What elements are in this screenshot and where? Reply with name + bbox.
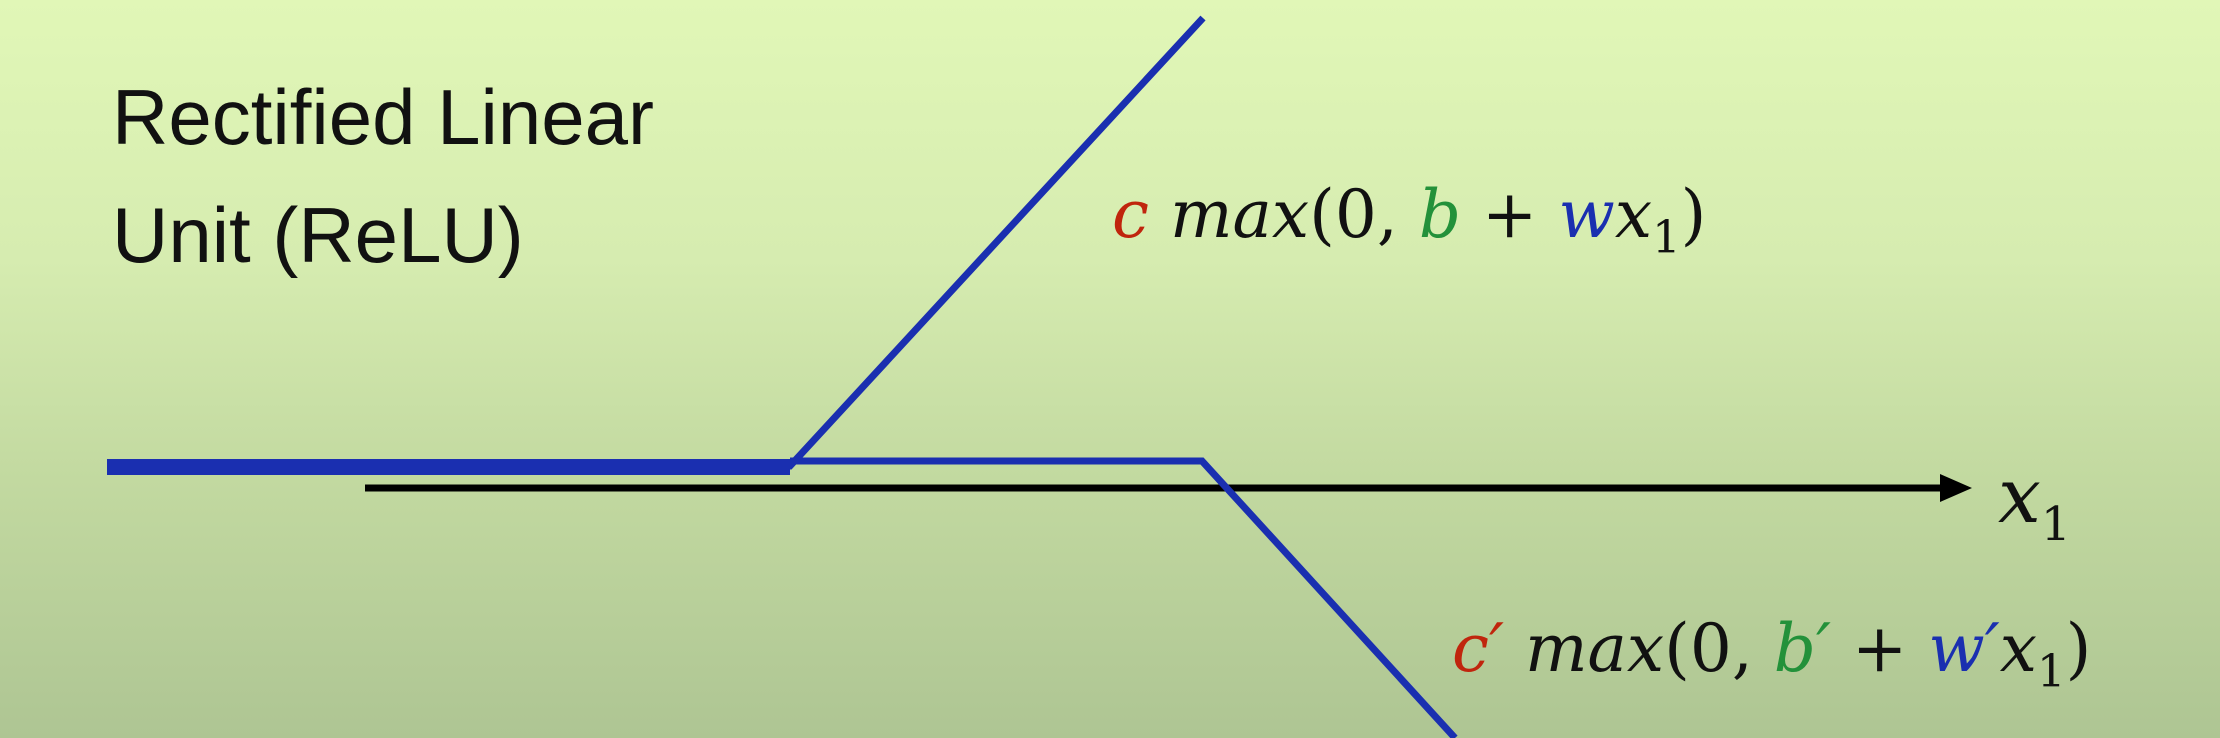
coefficient-c: c: [1112, 176, 1149, 253]
formula-plus: +: [1461, 176, 1559, 253]
formula-plus: +: [1831, 610, 1929, 687]
max-function: max: [1169, 176, 1310, 253]
formula-open: (0,: [1664, 610, 1774, 687]
formula-rising-relu: c max(0, b + wx1): [1112, 182, 1706, 261]
bias-b: b: [1418, 176, 1462, 253]
variable-x: x: [1999, 610, 2038, 687]
relu-curve-falling: [790, 457, 1458, 738]
coefficient-c-prime: c′: [1452, 610, 1504, 687]
formula-falling-relu: c′ max(0, b′ + w′x1): [1452, 616, 2091, 695]
axis-variable: x: [1998, 451, 2041, 540]
axis-subscript: 1: [2040, 496, 2071, 552]
variable-subscript: 1: [1652, 210, 1681, 264]
x-axis-arrowhead: [1940, 474, 1972, 502]
title-line-2: Unit (ReLU): [112, 191, 524, 279]
title-line-1: Rectified Linear: [112, 73, 654, 161]
max-function: max: [1524, 610, 1665, 687]
variable-subscript: 1: [2037, 644, 2066, 698]
weight-w: w: [1558, 176, 1615, 253]
x-axis-label: x1: [1998, 458, 2071, 548]
formula-close: ): [1680, 176, 1707, 253]
bias-b-prime: b′: [1773, 610, 1832, 687]
variable-x: x: [1614, 176, 1653, 253]
formula-close: ): [2065, 610, 2092, 687]
formula-open: (0,: [1309, 176, 1419, 253]
weight-w-prime: w′: [1928, 610, 2000, 687]
